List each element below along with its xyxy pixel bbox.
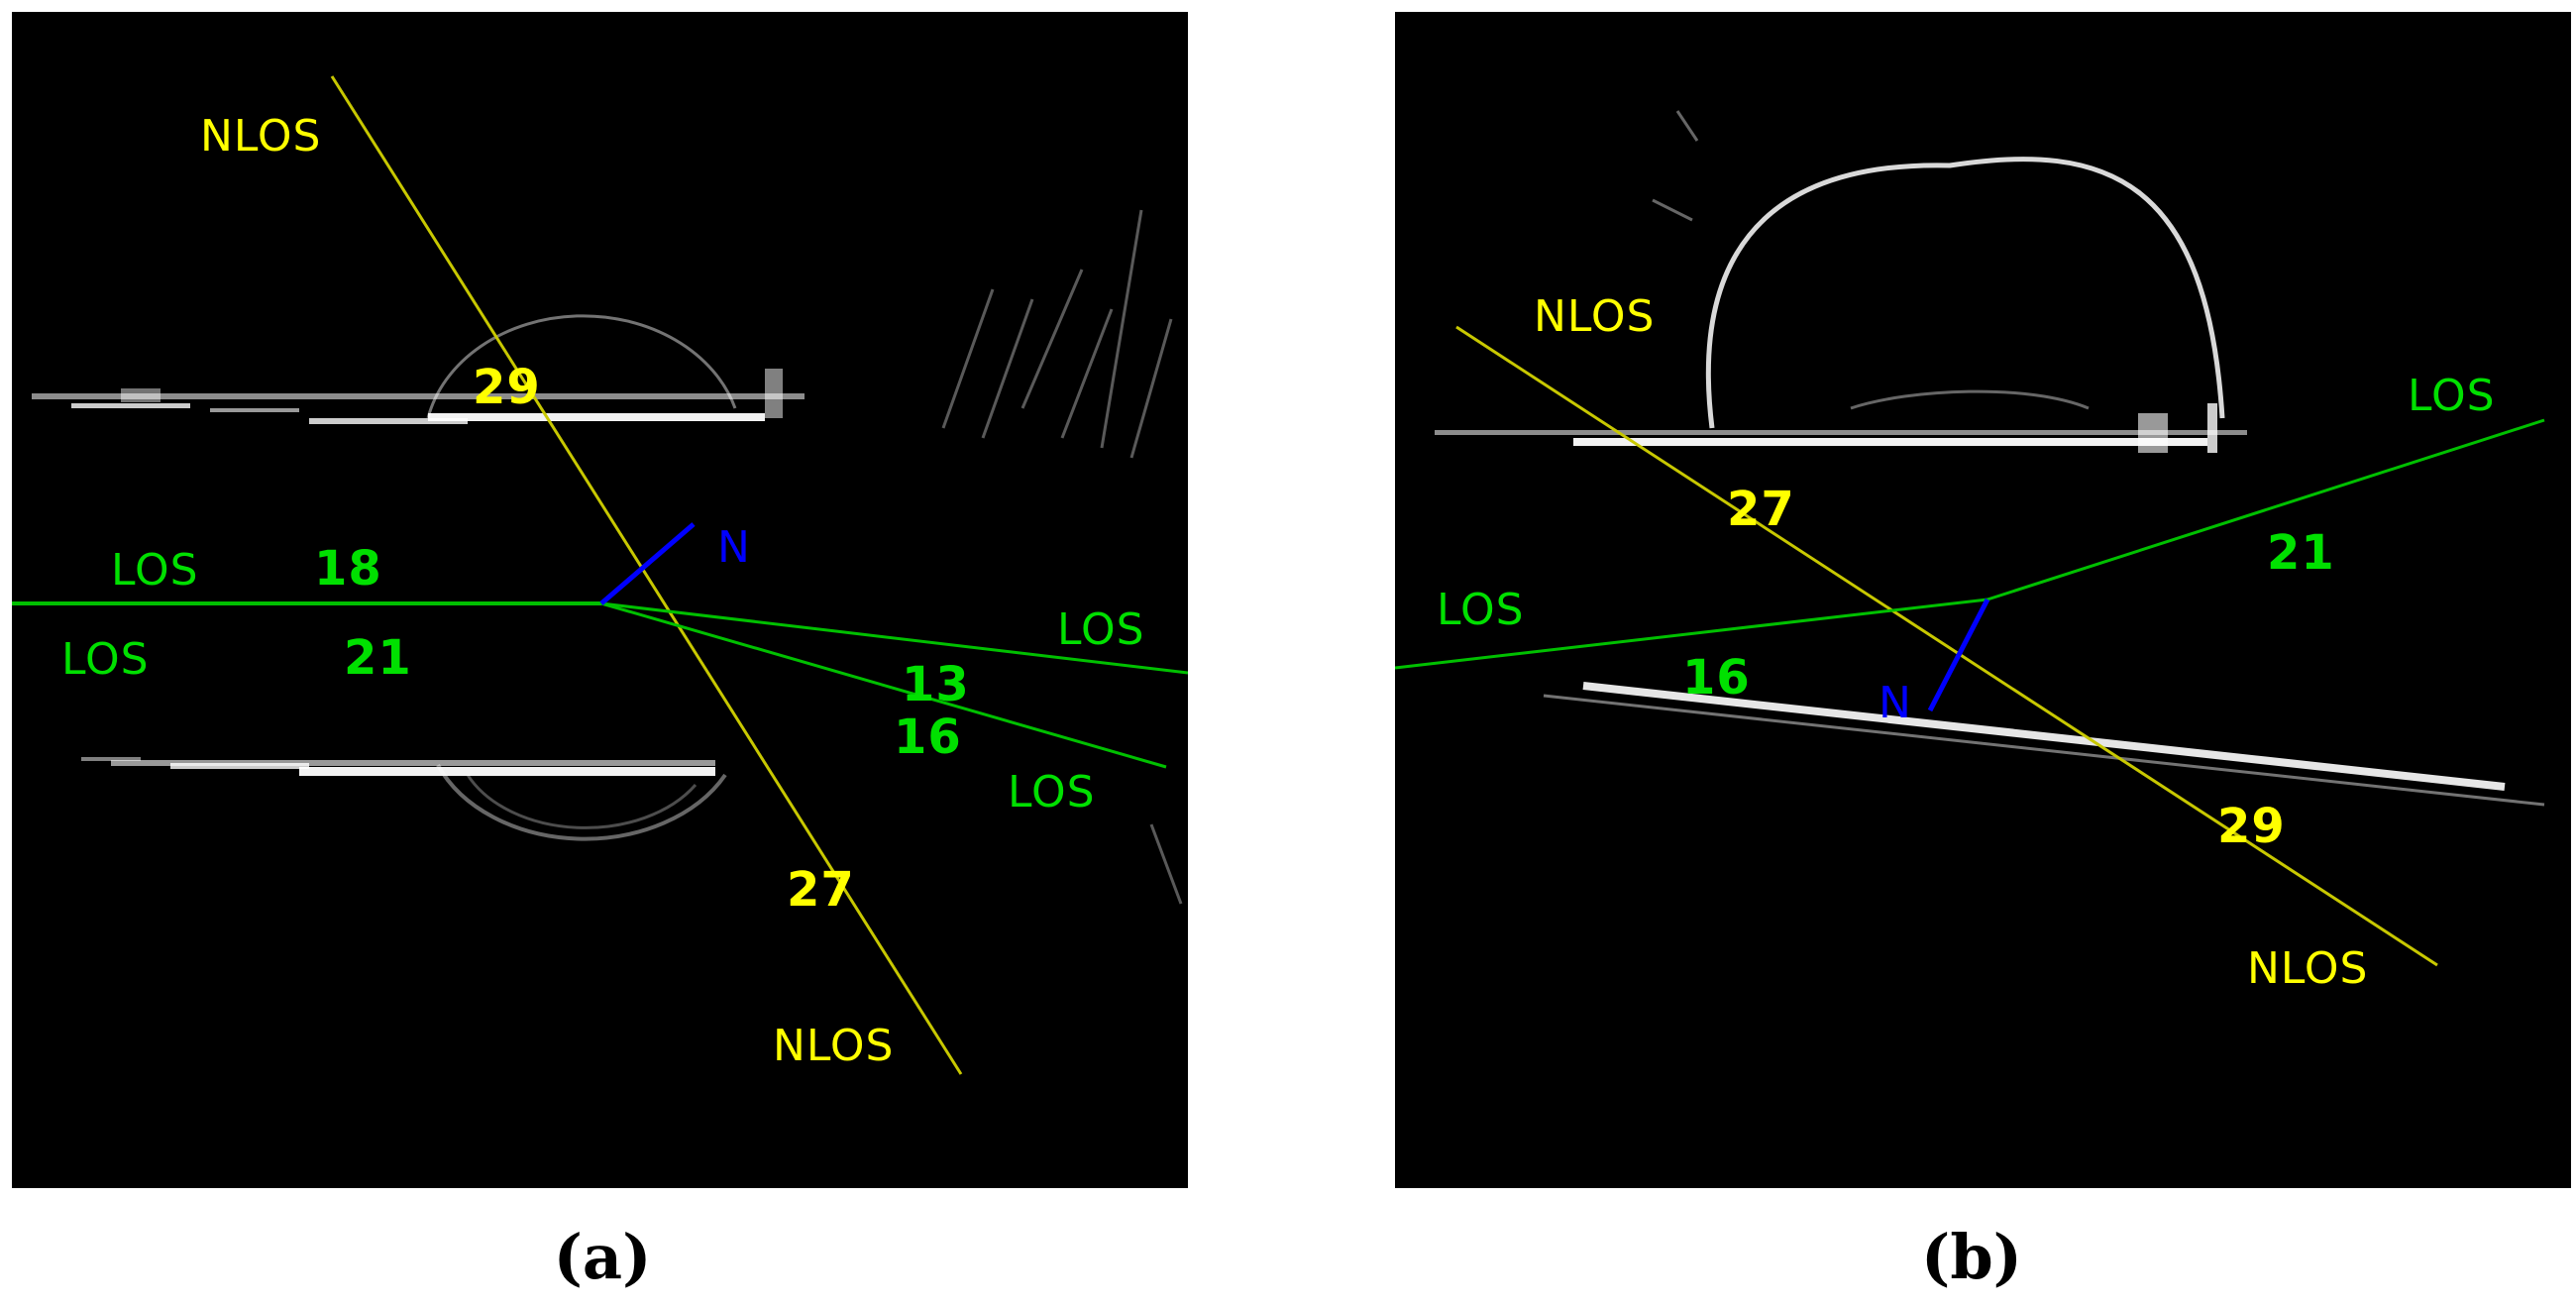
label-angle-21: 21 — [344, 630, 412, 686]
normal-vector-line — [1927, 598, 1990, 712]
label-nlos-bottom: NLOS — [2247, 943, 2368, 994]
label-los-left-upper: LOS — [111, 545, 199, 596]
los-ray-right-line — [1986, 418, 2545, 601]
point-cloud-arcs — [426, 314, 737, 841]
point-cloud-dome — [1652, 110, 2225, 429]
normal-vector-line — [599, 522, 696, 605]
point-cloud-upper-strip — [1435, 403, 2247, 453]
label-angle-21: 21 — [2267, 525, 2335, 581]
point-cloud-lower-strip — [1543, 682, 2545, 807]
label-angle-27: 27 — [787, 862, 855, 918]
label-angle-13: 13 — [902, 657, 970, 712]
label-los-right-upper: LOS — [1057, 604, 1145, 655]
label-angle-16: 16 — [894, 709, 962, 765]
label-nlos-top: NLOS — [200, 111, 321, 162]
caption-a: (a) — [553, 1221, 652, 1293]
panel-a-lidar-view: NLOS 29 N LOS 18 LOS 21 LOS 13 16 LOS 27… — [12, 12, 1188, 1188]
los-ray-right-upper-line — [600, 601, 1188, 675]
label-angle-16: 16 — [1682, 650, 1751, 706]
label-los-right: LOS — [2408, 371, 2496, 421]
los-ray-left-line — [1395, 598, 1988, 670]
panel-b-lidar-view: NLOS 27 LOS 21 LOS 16 N 29 NLOS — [1395, 12, 2571, 1188]
caption-b: (b) — [1920, 1221, 2023, 1293]
label-los-left: LOS — [1437, 585, 1525, 635]
los-ray-right-lower-line — [600, 601, 1167, 769]
label-angle-18: 18 — [314, 541, 382, 597]
label-normal-n: N — [717, 522, 751, 573]
label-normal-n: N — [1878, 678, 1912, 728]
nlos-ray-line — [330, 75, 963, 1075]
label-nlos-top: NLOS — [1534, 291, 1655, 342]
label-los-left-lower: LOS — [61, 634, 150, 685]
point-cloud-lower-strip — [81, 757, 715, 776]
panel-a-diagram: NLOS 29 N LOS 18 LOS 21 LOS 13 16 LOS 27… — [12, 75, 1188, 1075]
label-angle-29: 29 — [2217, 799, 2286, 854]
point-cloud-upper-strip — [32, 369, 805, 424]
nlos-ray-line — [1455, 325, 2438, 967]
panel-b-diagram: NLOS 27 LOS 21 LOS 16 N 29 NLOS — [1395, 110, 2545, 994]
label-angle-29: 29 — [473, 360, 541, 415]
point-cloud-vegetation — [941, 209, 1183, 905]
label-nlos-bottom: NLOS — [773, 1021, 894, 1071]
label-angle-27: 27 — [1727, 482, 1795, 537]
label-los-right-lower: LOS — [1008, 767, 1096, 818]
